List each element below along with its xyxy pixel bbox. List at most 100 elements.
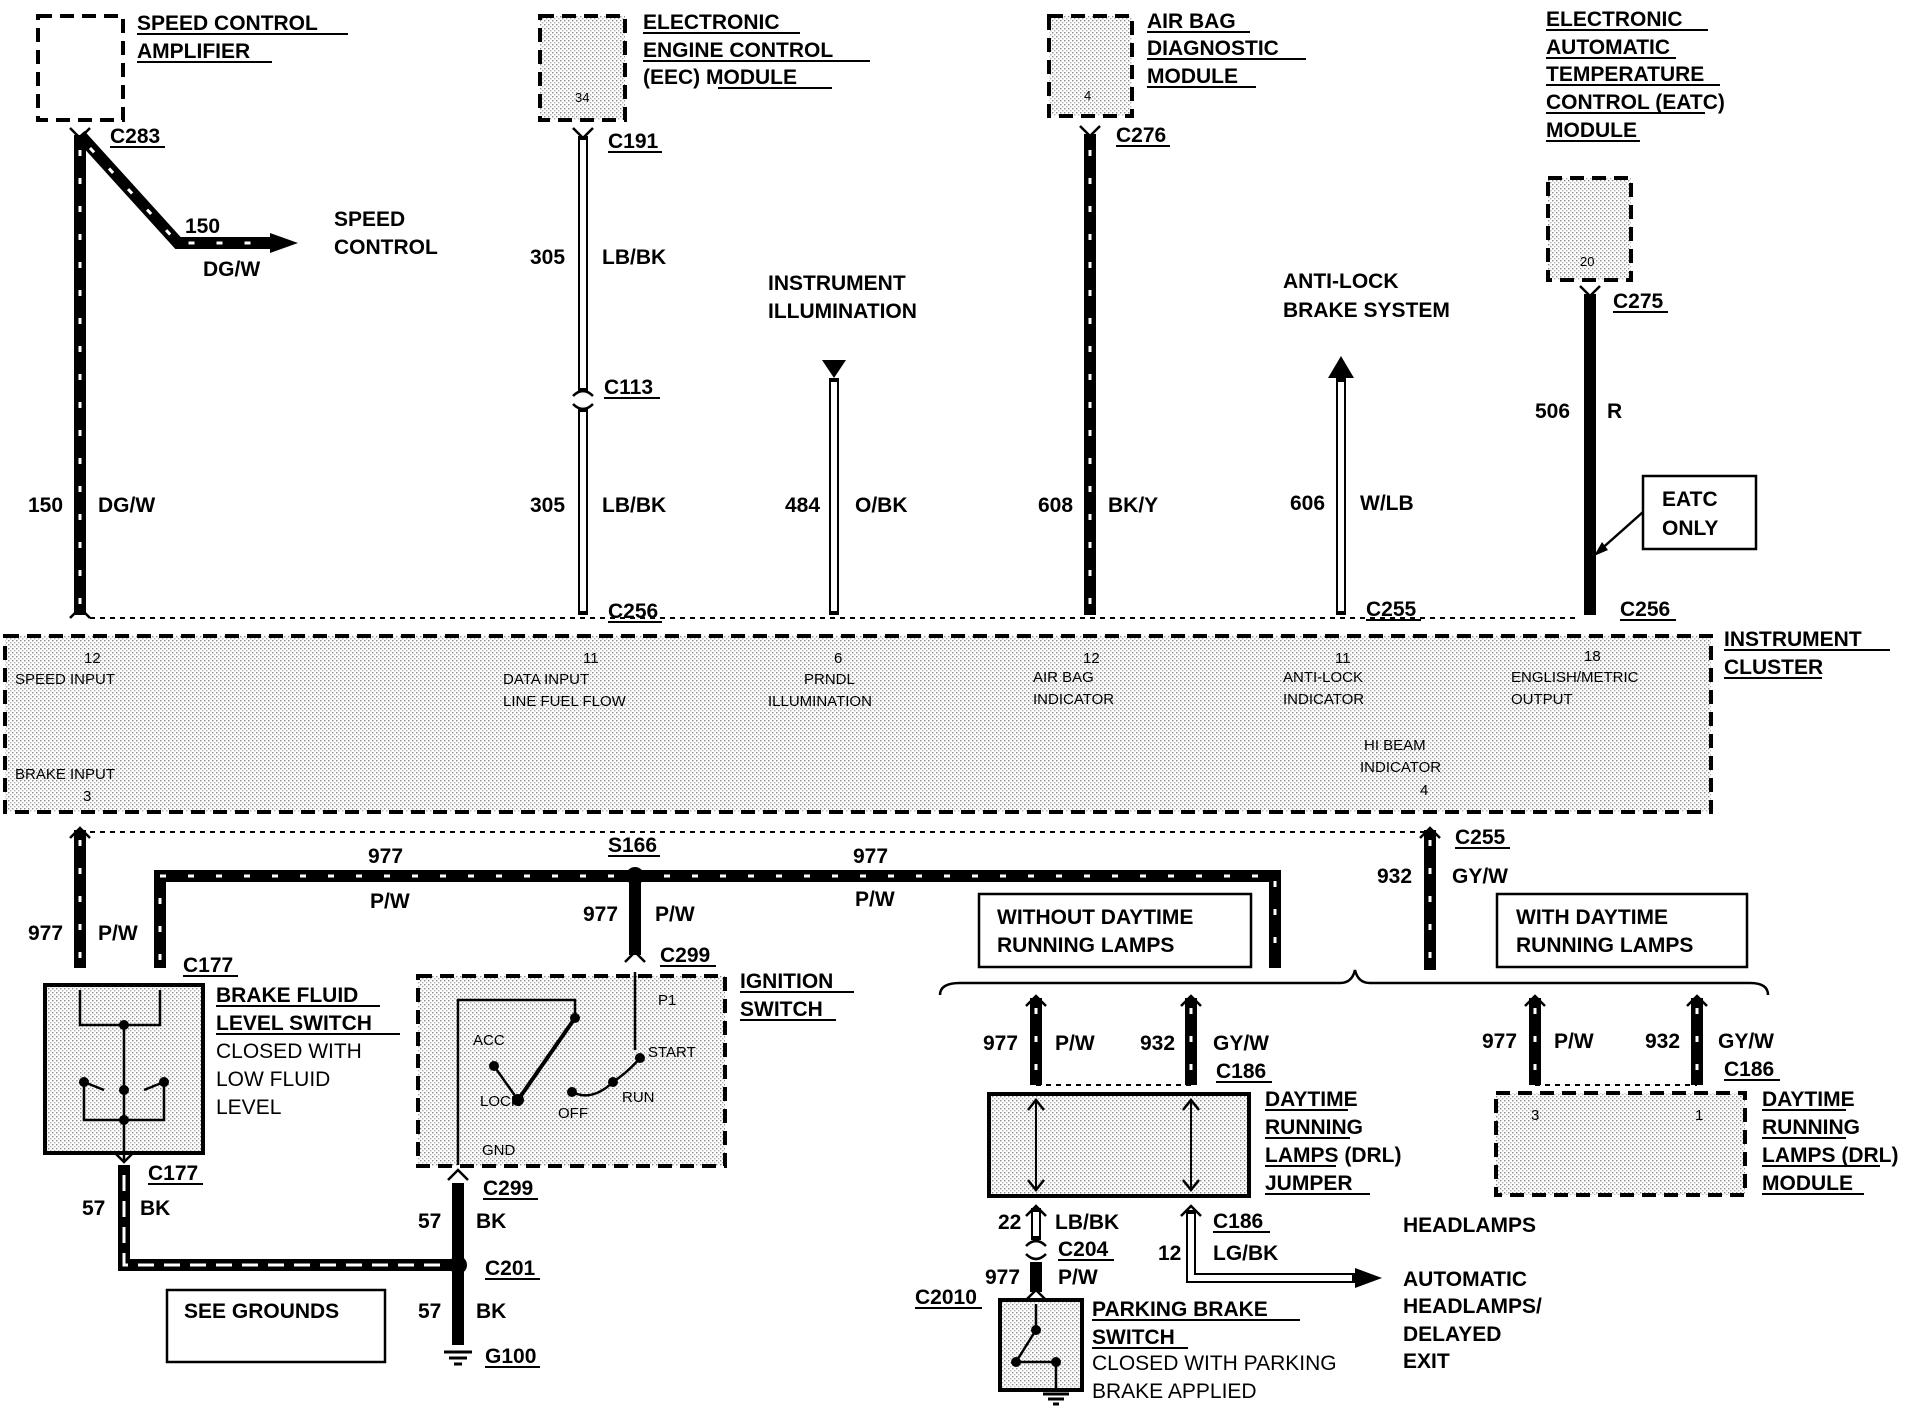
svg-text:6: 6 (834, 650, 842, 667)
wire-57-ground-number: 57 (418, 1300, 441, 1323)
wire-12-number: 12 (1158, 1242, 1181, 1265)
ignition-gnd: GND (482, 1142, 516, 1159)
connector-c255-bottom: C255 (1455, 826, 1506, 849)
headlamps-destination: HEADLAMPS (1403, 1214, 1536, 1237)
with-drl-box (1495, 892, 1749, 969)
svg-text:18: 18 (1584, 648, 1601, 665)
connector-c283: C283 (110, 125, 160, 148)
wire-977-ignition-color: P/W (655, 903, 695, 926)
svg-text:BRAKE INPUT: BRAKE INPUT (15, 766, 115, 783)
ignition-off: OFF (558, 1105, 588, 1122)
eec-module-box (538, 14, 627, 122)
splice-s166-label: S166 (608, 834, 657, 857)
ignition-p1: P1 (658, 992, 676, 1009)
svg-text:SPEED INPUT: SPEED INPUT (15, 671, 115, 688)
connector-c276: C276 (1116, 124, 1166, 147)
wire-932-drl-jumper (1180, 994, 1202, 1085)
wire-977-parking-number: 977 (985, 1266, 1020, 1289)
wire-150-number-upper: 150 (185, 215, 220, 238)
svg-text:12: 12 (1083, 650, 1100, 667)
svg-text:4: 4 (1420, 782, 1428, 799)
drl-module-box (1494, 1091, 1747, 1197)
wire-22 (1025, 1204, 1047, 1261)
wire-150-color-upper: DG/W (203, 258, 260, 281)
ignition-switch-box (416, 974, 727, 1168)
parking-brake-switch-box (998, 1298, 1084, 1392)
wire-977-bus-color-left: P/W (370, 890, 410, 913)
connector-c2010: C2010 (915, 1286, 977, 1309)
wire-150-number-lower: 150 (28, 494, 63, 517)
wire-22-number: 22 (998, 1211, 1021, 1234)
wire-506 (1579, 285, 1601, 615)
wire-606-number: 606 (1290, 492, 1325, 515)
wire-506-number: 506 (1535, 400, 1570, 423)
ignition-switch-internals (456, 972, 645, 1165)
wire-57-brake-color: BK (140, 1197, 170, 1220)
wire-977-parking-color: P/W (1058, 1266, 1098, 1289)
ignition-lock: LOCK (480, 1093, 521, 1110)
wire-977-parking (1025, 1262, 1047, 1301)
air-bag-module-box (1047, 14, 1134, 118)
speed-control-amplifier-box (36, 14, 125, 122)
wire-977-brake (69, 826, 91, 968)
wire-977-drl-module-color: P/W (1554, 1030, 1594, 1053)
wire-977-drl-module (1524, 994, 1546, 1085)
connector-c299-top: C299 (660, 944, 710, 967)
see-grounds-note: SEE GROUNDS (184, 1300, 339, 1323)
anti-lock-arrow (1328, 356, 1354, 378)
wire-12 (1180, 1204, 1382, 1288)
svg-text:11: 11 (583, 650, 599, 667)
brake-fluid-switch-internals (78, 990, 169, 1160)
connector-c204: C204 (1058, 1238, 1109, 1261)
connector-c256-right: C256 (1620, 598, 1670, 621)
ignition-acc: ACC (473, 1032, 505, 1049)
wire-932-drl-module (1686, 994, 1708, 1085)
connector-c191: C191 (608, 130, 659, 153)
wire-305-number-lower: 305 (530, 494, 565, 517)
wire-977-bus-number-left: 977 (368, 845, 403, 868)
wire-305-color-lower: LB/BK (602, 494, 666, 517)
drl-module-pin-left: 3 (1531, 1107, 1539, 1124)
wire-977-brake-color: P/W (98, 922, 138, 945)
drl-module-pin-right: 1 (1695, 1107, 1703, 1124)
drl-jumper-internals (1027, 1097, 1200, 1193)
wire-484-color: O/BK (855, 494, 908, 517)
parking-brake-ground-symbol (1043, 1392, 1069, 1406)
connector-c186-jumper-bottom: C186 (1213, 1210, 1263, 1233)
wire-977-ignition-number: 977 (583, 903, 618, 926)
wire-977-drl-jumper-number: 977 (983, 1032, 1018, 1055)
wire-977-drl-jumper-color: P/W (1055, 1032, 1095, 1055)
wire-932-cluster-color: GY/W (1452, 865, 1508, 888)
wire-12-color: LG/BK (1213, 1242, 1278, 1265)
connector-c186-module: C186 (1724, 1058, 1774, 1081)
instrument-illumination-arrow (822, 360, 846, 378)
wire-608 (1079, 125, 1101, 615)
ground-g100-label: G100 (485, 1345, 536, 1368)
air-bag-pin: 4 (1084, 88, 1091, 103)
wire-57-ignition-number: 57 (418, 1210, 441, 1233)
wire-932-cluster (1419, 826, 1441, 970)
wire-57-brake-number: 57 (82, 1197, 105, 1220)
wire-608-number: 608 (1038, 494, 1073, 517)
cluster-pin-brake-input: BRAKE INPUT 3 (15, 766, 115, 805)
